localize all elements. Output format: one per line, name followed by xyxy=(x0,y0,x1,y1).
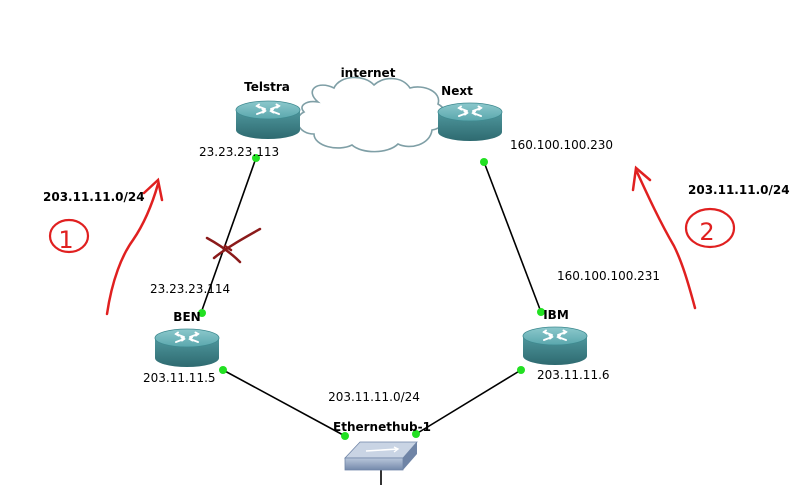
path1-number-circle xyxy=(48,218,90,254)
ip-label-ibm-uplink: 160.100.100.231 xyxy=(557,269,660,283)
path1-arrow xyxy=(105,177,164,316)
ip-label-telstra-link: 23.23.23.113 xyxy=(199,145,279,159)
subnet-label-path1: 203.11.11.0/24 xyxy=(43,190,145,204)
cloud-label: internet xyxy=(341,66,396,80)
path2-number: 2 xyxy=(699,218,714,246)
ip-label-ben-lan: 203.11.11.5 xyxy=(143,371,216,385)
router-next[interactable] xyxy=(437,102,503,142)
port-dot-ibm-uplink xyxy=(537,308,545,316)
router-label-ben: BEN xyxy=(173,310,200,324)
internet-cloud xyxy=(296,76,447,153)
path2-arrow xyxy=(631,165,697,310)
port-dot-next xyxy=(480,158,488,166)
ethernet-hub[interactable] xyxy=(344,441,418,471)
router-ben[interactable] xyxy=(154,328,220,368)
path1-number: 1 xyxy=(58,226,73,254)
port-dot-ben-lan xyxy=(219,366,227,374)
ip-label-ibm-lan: 203.11.11.6 xyxy=(537,368,610,382)
router-telstra[interactable] xyxy=(235,100,301,140)
port-dot-telstra xyxy=(252,154,260,162)
ip-label-ben-uplink: 23.23.23.114 xyxy=(150,282,230,296)
port-dot-ben-uplink xyxy=(198,309,206,317)
router-ibm[interactable] xyxy=(522,326,588,366)
subnet-label-lan: 203.11.11.0/24 xyxy=(328,390,420,404)
ip-label-next-link: 160.100.100.230 xyxy=(510,138,613,152)
router-label-ibm: IBM xyxy=(543,308,569,322)
path2-number-circle xyxy=(684,207,736,249)
port-dot-hub-left xyxy=(341,432,349,440)
link-telstra-ben xyxy=(200,157,257,314)
link-ben-hub xyxy=(222,369,346,437)
link-next-ibm xyxy=(483,161,542,313)
router-label-next: Next xyxy=(441,84,473,98)
router-label-telstra: Telstra xyxy=(244,80,290,94)
port-dot-ibm-lan xyxy=(517,366,525,374)
link-failure-cross xyxy=(205,227,262,264)
link-ibm-hub xyxy=(415,369,522,435)
hub-label: Ethernethub-1 xyxy=(333,420,431,434)
port-dot-hub-right xyxy=(412,430,420,438)
subnet-label-path2: 203.11.11.0/24 xyxy=(688,183,790,197)
